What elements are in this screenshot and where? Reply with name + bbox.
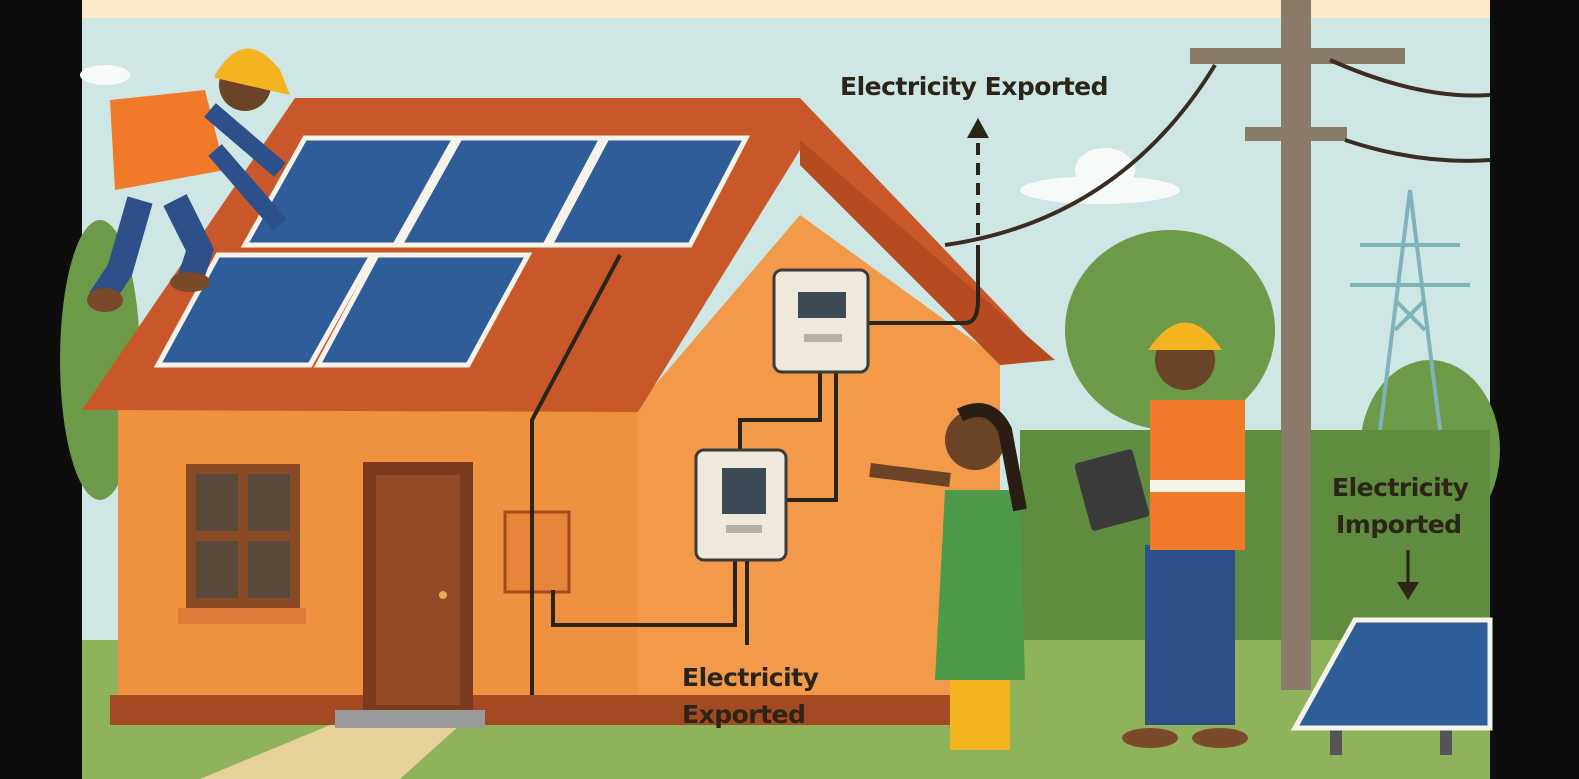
import-meter — [694, 448, 788, 562]
roof-worker — [87, 48, 290, 312]
path — [200, 725, 460, 779]
electricity-exported-bottom-label-line2: Exported — [682, 700, 806, 729]
electricity-exported-bottom-label-line1: Electricity — [682, 663, 819, 692]
electricity-imported-label-line2: Imported — [1336, 510, 1462, 539]
electricity-imported-label-line1: Electricity — [1332, 473, 1469, 502]
export-meter — [772, 268, 870, 374]
inspector — [1074, 322, 1248, 748]
electricity-exported-top-label: Electricity Exported — [840, 72, 1109, 101]
house — [82, 98, 1055, 728]
woman — [869, 403, 1027, 750]
transmission-tower — [1350, 189, 1470, 431]
roof-solar-panels — [153, 135, 751, 368]
door[interactable] — [363, 462, 473, 710]
arrow-up-icon — [967, 118, 989, 138]
wiring — [530, 135, 980, 695]
clouds — [80, 65, 1180, 204]
ground-solar-panel — [1290, 617, 1493, 755]
utility-pole — [944, 0, 1491, 690]
window — [178, 464, 306, 624]
top-strip — [82, 0, 1490, 18]
arrow-down-icon — [1397, 582, 1419, 600]
junction-box — [503, 510, 571, 594]
